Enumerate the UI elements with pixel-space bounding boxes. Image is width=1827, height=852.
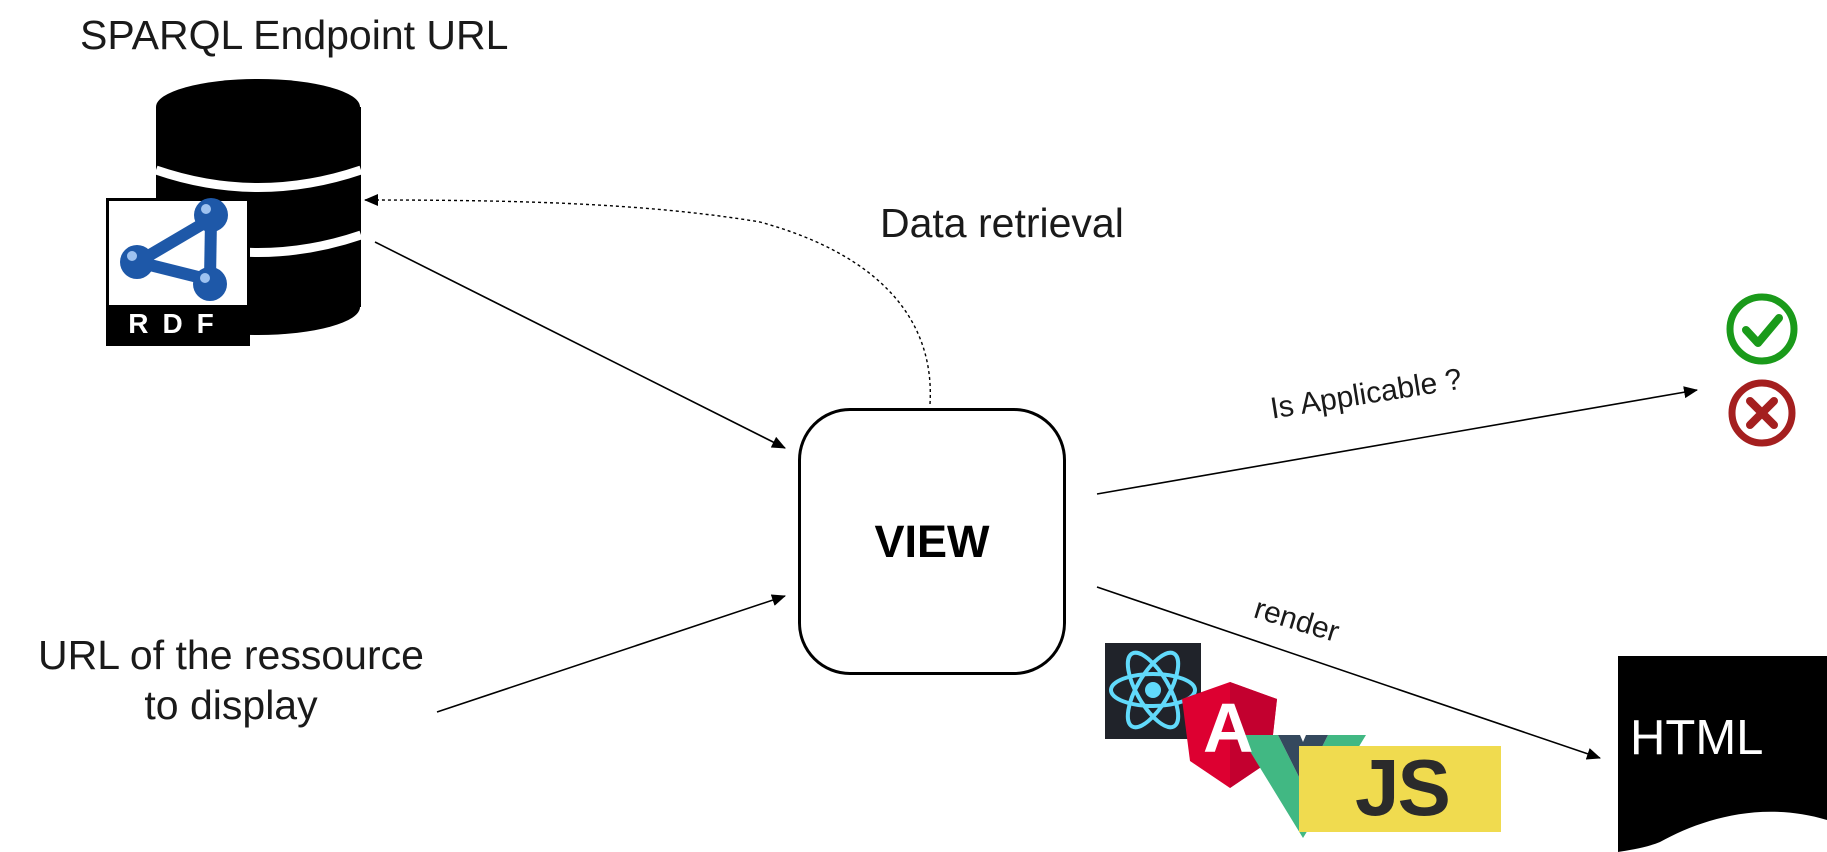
data-retrieval-label: Data retrieval <box>880 200 1124 246</box>
endpoint-title: SPARQL Endpoint URL <box>80 12 509 58</box>
resource-url-caption-line2: to display <box>144 682 318 728</box>
check-circle-icon <box>1726 293 1798 365</box>
endpoint-to-view-arrow <box>374 241 786 449</box>
js-logo-icon <box>1299 746 1501 832</box>
render-arrow <box>1096 586 1601 760</box>
html-document-icon <box>1618 656 1827 852</box>
resource-url-caption-line1: URL of the ressource <box>38 632 424 678</box>
html-output-label: HTML <box>1630 711 1764 765</box>
data-retrieval-arrow <box>364 194 931 405</box>
resource-url-caption: URL of the ressource to display <box>16 630 446 730</box>
url-to-view-arrow <box>436 594 786 713</box>
cross-circle-icon <box>1728 379 1796 447</box>
angular-logo-letter: A <box>1203 689 1254 767</box>
rdf-logo-icon <box>106 198 250 346</box>
js-logo-text: JS <box>1355 743 1451 832</box>
react-logo-icon <box>1105 643 1201 739</box>
view-node: VIEW <box>798 408 1066 675</box>
applicable-arrow <box>1096 386 1698 495</box>
rdf-logo-text: RDF <box>128 308 228 339</box>
view-label: VIEW <box>874 515 990 567</box>
